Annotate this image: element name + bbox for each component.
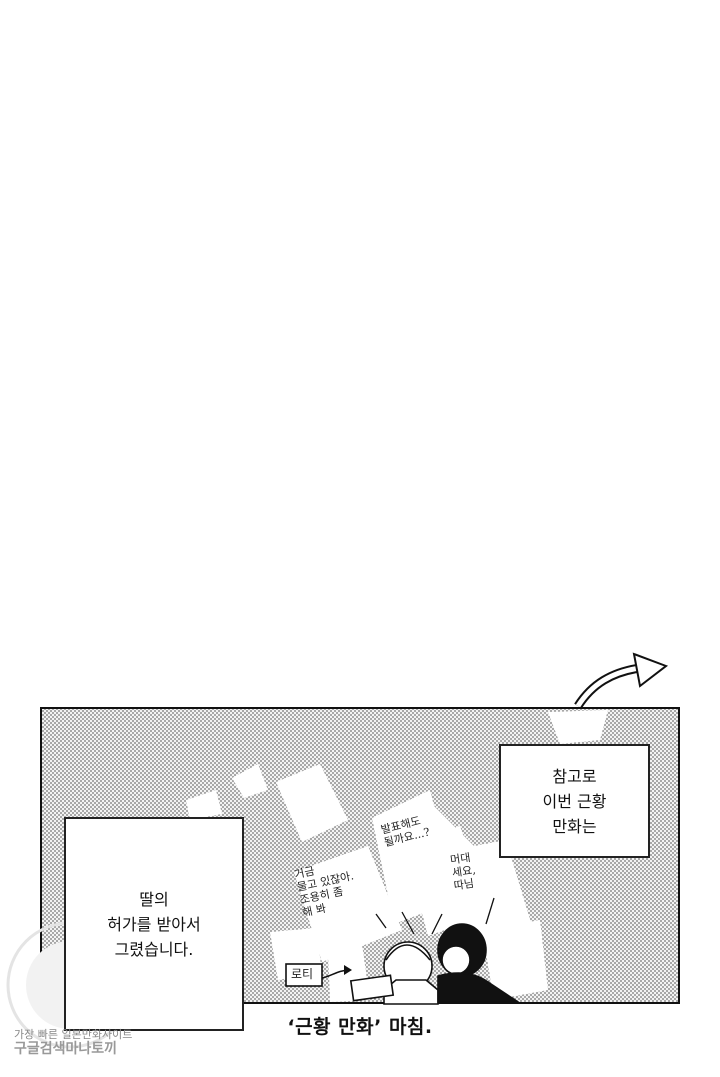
ending-caption: ‘근황 만화’ 마침. — [287, 1016, 433, 1038]
narration-right-line: 만화는 — [552, 816, 597, 836]
watermark: 가장 빠른 일본만화사이트 구글검색마나토끼 — [14, 1028, 132, 1056]
narration-box-right: 참고로 이번 근황 만화는 — [499, 744, 650, 858]
arrow-icon — [574, 663, 641, 709]
narration-right-line: 참고로 — [552, 766, 597, 786]
narration-left-line: 그렸습니다. — [114, 939, 194, 959]
watermark-line-1: 가장 빠른 일본만화사이트 — [14, 1028, 133, 1041]
narration-box-left: 딸의 허가를 받아서 그렸습니다. — [64, 817, 244, 1031]
watermark-line-2: 구글검색마나토끼 — [14, 1041, 118, 1057]
name-tag: 로티 — [291, 967, 314, 981]
narration-left-line: 허가를 받아서 — [107, 914, 201, 934]
narration-left-line: 딸의 — [139, 889, 169, 909]
narration-right-line: 이번 근황 — [542, 791, 607, 811]
